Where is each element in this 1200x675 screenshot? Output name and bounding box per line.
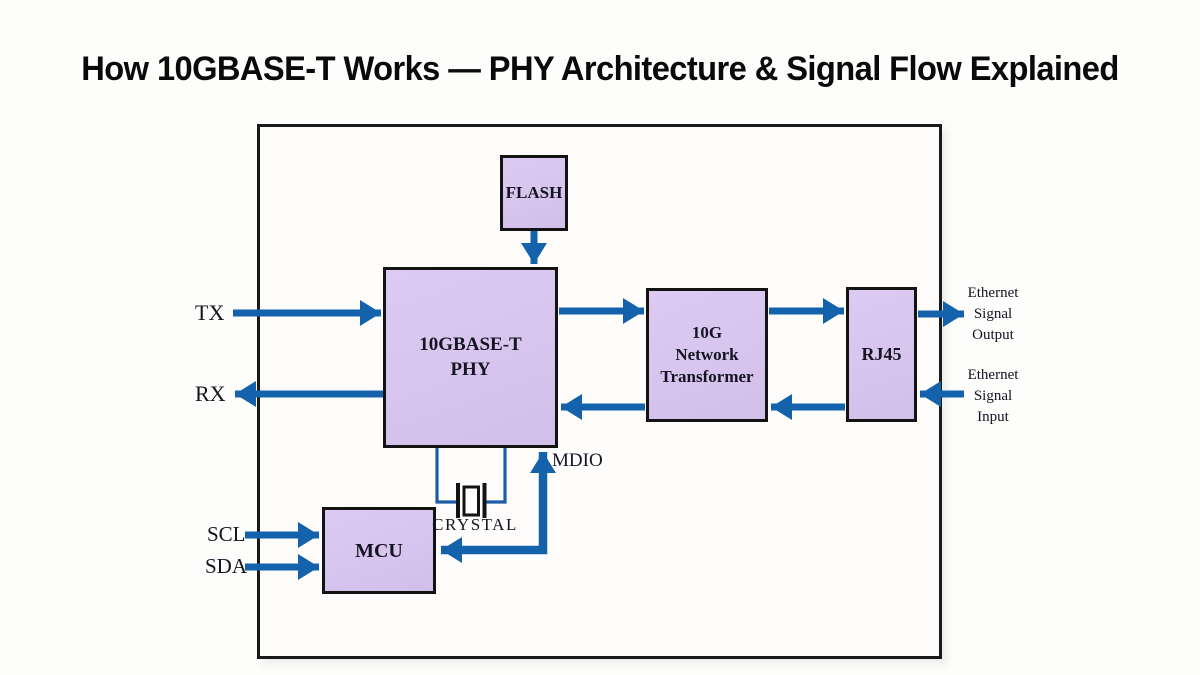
sda-label: SDA [205, 554, 248, 578]
transformer-box: 10G Network Transformer [646, 288, 768, 422]
mcu-box: MCU [322, 507, 436, 594]
mdio-label: MDIO [552, 450, 603, 471]
ethernet-output-line3: Output [972, 327, 1014, 343]
ethernet-input-label: Ethernet Signal Input [941, 365, 1045, 428]
page-title: How 10GBASE-T Works — PHY Architecture &… [81, 50, 1119, 88]
phy-label-line2: PHY [450, 358, 491, 380]
transformer-label-line1: 10G [691, 322, 723, 342]
ethernet-input-line1: Ethernet [967, 367, 1019, 383]
rx-label: RX [195, 381, 226, 406]
ethernet-output-line2: Signal [973, 306, 1013, 322]
phy-label-line1: 10GBASE-T [419, 333, 522, 355]
rj45-label: RJ45 [861, 343, 902, 364]
tx-label: TX [195, 300, 225, 325]
transformer-label-line2: Network [675, 344, 739, 364]
phy-box: 10GBASE-T PHY [383, 267, 558, 448]
flash-box: FLASH [500, 155, 568, 231]
rj45-box: RJ45 [846, 287, 917, 422]
scl-label: SCL [207, 522, 246, 546]
ethernet-input-line2: Signal [973, 388, 1013, 404]
mcu-label: MCU [355, 539, 403, 562]
crystal-label: CRYSTAL [432, 515, 518, 534]
ethernet-output-label: Ethernet Signal Output [941, 283, 1045, 346]
ethernet-input-line3: Input [977, 409, 1009, 425]
ethernet-output-line1: Ethernet [967, 285, 1019, 301]
transformer-label-line3: Transformer [660, 367, 754, 387]
flash-label: FLASH [505, 182, 563, 202]
